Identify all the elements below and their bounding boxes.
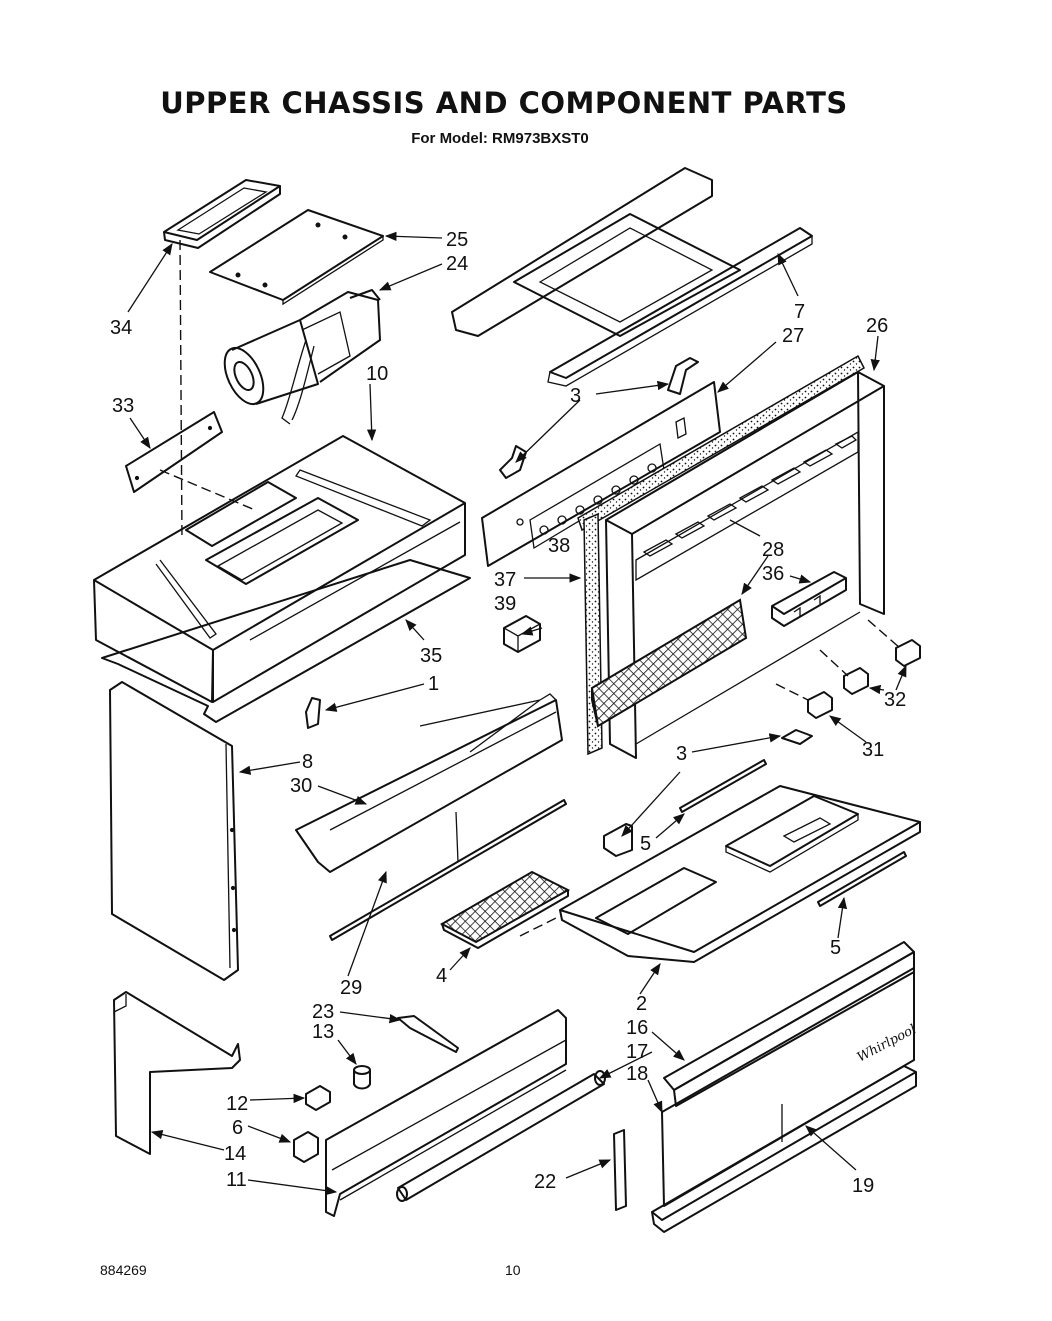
- callout-23: 23: [312, 1001, 334, 1023]
- callout-12: 12: [226, 1093, 248, 1115]
- part-7-top-frame: [451, 167, 813, 387]
- part-23-probe: [397, 1015, 459, 1053]
- callout-29: 29: [340, 977, 362, 999]
- callout-37: 37: [494, 569, 516, 591]
- part-28-grille: [590, 598, 748, 728]
- part-17-tube: [396, 1070, 606, 1202]
- part-34-damper-cover: [163, 179, 281, 249]
- callout-22: 22: [534, 1171, 556, 1193]
- part-30-front-trim: [295, 693, 563, 873]
- callout-38: 38: [548, 535, 570, 557]
- part-1-clip: [305, 697, 321, 729]
- callout-35: 35: [420, 645, 442, 667]
- callout-3b: 3: [676, 743, 687, 765]
- whirlpool-logo: Whirlpool: [855, 1022, 919, 1065]
- callout-numbers: 25 24 34 10 33 3 7 27 26 38 28 36 37 39 …: [110, 229, 906, 1197]
- callout-1: 1: [428, 673, 439, 695]
- part-11-lower-rail: [325, 1009, 567, 1217]
- callout-30: 30: [290, 775, 312, 797]
- part-31-switch: [807, 691, 833, 719]
- part-6-switch: [293, 1131, 319, 1163]
- part-10-chassis-top: [93, 435, 466, 703]
- part-4-filter: [439, 870, 571, 949]
- callout-8: 8: [302, 751, 313, 773]
- callout-28: 28: [762, 539, 784, 561]
- part-19-bottom-trim: [651, 1065, 917, 1233]
- part-18-glass-panel: [661, 967, 915, 1207]
- callout-26: 26: [866, 315, 888, 337]
- part-24-blower-motor: [223, 289, 381, 425]
- part-2-bottom-pan: [559, 785, 921, 963]
- callout-5b: 5: [830, 937, 841, 959]
- part-3-bracket-lower: [603, 729, 813, 857]
- callout-13: 13: [312, 1021, 334, 1043]
- callout-17: 17: [626, 1041, 648, 1063]
- part-25-plate: [209, 209, 384, 306]
- part-26-front-frame: [577, 354, 885, 759]
- callout-7: 7: [794, 301, 805, 323]
- callout-25: 25: [446, 229, 468, 251]
- callout-3a: 3: [570, 385, 581, 407]
- callout-34: 34: [110, 317, 132, 339]
- callout-32: 32: [884, 689, 906, 711]
- part-3-bracket-upper: [499, 357, 699, 479]
- callout-31: 31: [862, 739, 884, 761]
- part-5-strips: [679, 759, 907, 907]
- callout-6: 6: [232, 1117, 243, 1139]
- callout-24: 24: [446, 253, 468, 275]
- part-35-gasket: [101, 559, 471, 723]
- part-33-plate: [125, 411, 223, 493]
- callout-19: 19: [852, 1175, 874, 1197]
- callout-11: 11: [226, 1169, 247, 1191]
- part-22-post: [613, 1129, 627, 1211]
- callout-16: 16: [626, 1017, 648, 1039]
- page-title: UPPER CHASSIS AND COMPONENT PARTS: [160, 86, 848, 120]
- part-14-bracket: [113, 991, 241, 1155]
- part-8-side-panel: [109, 681, 239, 981]
- callout-2: 2: [636, 993, 647, 1015]
- document-code: 884269: [100, 1262, 147, 1278]
- part-13-cap: [353, 1065, 371, 1090]
- model-subtitle: For Model: RM973BXST0: [411, 130, 589, 147]
- callout-18: 18: [626, 1063, 648, 1085]
- part-29-rod: [329, 799, 567, 941]
- part-12-connector: [305, 1085, 331, 1111]
- callout-4: 4: [436, 965, 447, 987]
- callout-39: 39: [494, 593, 516, 615]
- callout-5a: 5: [640, 833, 651, 855]
- part-32-switches: [843, 639, 921, 695]
- callout-14: 14: [224, 1143, 246, 1165]
- page-number: 10: [505, 1262, 521, 1278]
- callout-36: 36: [762, 563, 784, 585]
- callout-33: 33: [112, 395, 134, 417]
- callout-leaders: [127, 231, 907, 1196]
- part-36-switch-bracket: [771, 571, 847, 627]
- callout-27: 27: [782, 325, 804, 347]
- callout-10: 10: [366, 363, 388, 385]
